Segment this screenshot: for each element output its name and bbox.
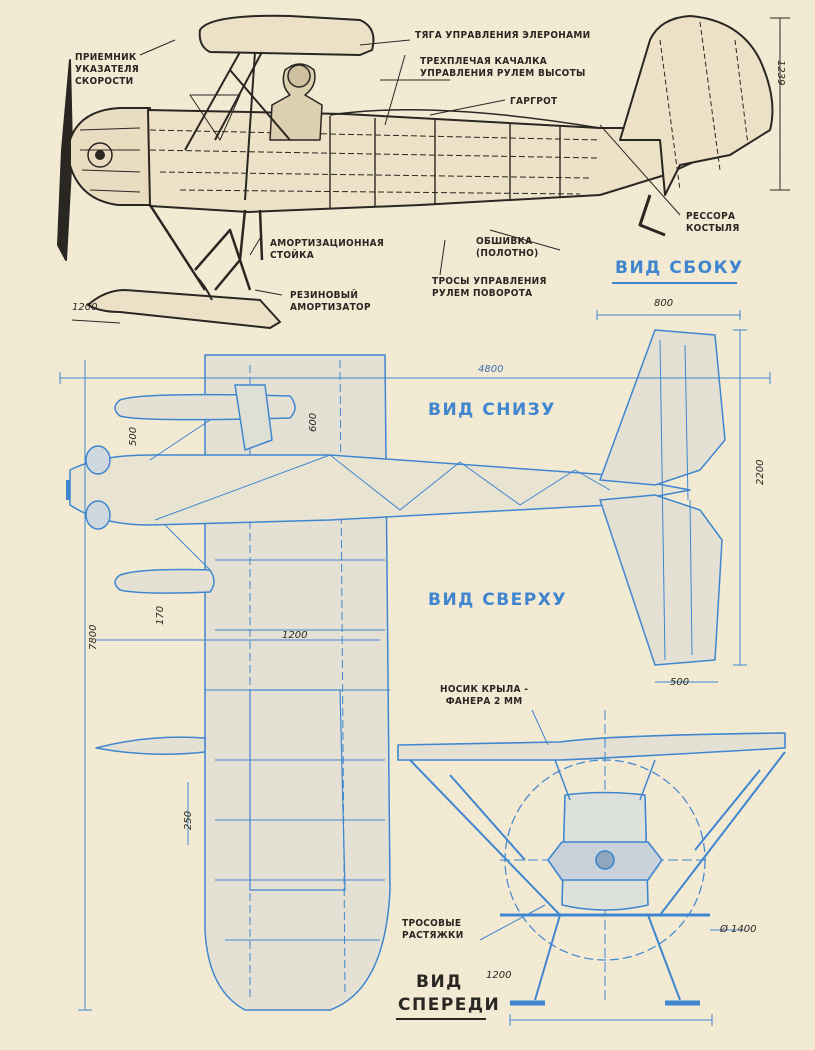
title-side-view-underline (612, 282, 737, 284)
label-elevator-rocker: ТРЕХПЛЕЧАЯ КАЧАЛКА УПРАВЛЕНИЯ РУЛЕМ ВЫСО… (420, 56, 586, 80)
label-shock-strut: АМОРТИЗАЦИОННАЯ СТОЙКА (270, 238, 384, 262)
ski (87, 289, 281, 329)
tail-skid (638, 194, 666, 237)
label-pitot-line1: ПРИЕМНИК (75, 52, 137, 63)
label-shock-strut-line2: СТОЙКА (270, 250, 315, 261)
label-rubber-shock: РЕЗИНОВЫЙ АМОРТИЗАТОР (290, 290, 371, 314)
label-rubber-shock-line1: РЕЗИНОВЫЙ (290, 290, 359, 301)
title-side-view: ВИД СБОКУ (615, 258, 744, 278)
dim-height-1239: 1239 (775, 60, 786, 86)
label-elevator-rocker-line2: УПРАВЛЕНИЯ РУЛЕМ ВЫСОТЫ (420, 68, 586, 79)
label-rubber-shock-line2: АМОРТИЗАТОР (290, 302, 371, 313)
label-leading-edge-line1: НОСИК КРЫЛА - (440, 684, 529, 695)
label-skin: ОБШИВКА (ПОЛОТНО) (476, 236, 539, 260)
label-rudder-cables-line1: ТРОСЫ УПРАВЛЕНИЯ (432, 276, 547, 287)
label-rudder-cables-line2: РУЛЕМ ПОВОРОТА (432, 288, 533, 299)
tail-fin (619, 15, 774, 196)
plan-wing (204, 354, 391, 1011)
dim-chord-1200: 1200 (282, 630, 308, 641)
landing-gear (148, 204, 264, 291)
label-shock-strut-line1: АМОРТИЗАЦИОННАЯ (270, 238, 385, 249)
label-tail-spring-line1: РЕССОРА (686, 211, 736, 222)
dim-length-4800: 4800 (478, 364, 504, 375)
label-tail-spring: РЕССОРА КОСТЫЛЯ (686, 211, 740, 235)
cabane-plan (234, 384, 273, 451)
side-view-drawing (57, 14, 790, 329)
title-front-view-line1: ВИД (416, 972, 463, 992)
label-pitot-line3: СКОРОСТИ (75, 76, 134, 87)
label-skin-line1: ОБШИВКА (476, 236, 533, 247)
label-gargrot: ГАРГРОТ (510, 96, 558, 107)
dim-front-ski-1200: 1200 (486, 970, 512, 981)
front-upper-wing (397, 732, 786, 761)
plan-view-drawing (59, 310, 771, 1011)
plan-tail-upper (599, 329, 726, 486)
dim-span-7800: 7800 (88, 624, 99, 650)
gargrot (329, 109, 601, 129)
label-aileron-rod: ТЯГА УПРАВЛЕНИЯ ЭЛЕРОНАМИ (415, 30, 591, 41)
label-leading-edge-line2: ФАНЕРА 2 мм (445, 696, 523, 707)
dim-elevator-500: 500 (670, 677, 690, 688)
float-lower (114, 568, 215, 594)
dim-nose-500: 500 (128, 426, 139, 446)
dim-rib-250: 250 (183, 810, 194, 830)
label-leading-edge: НОСИК КРЫЛА - ФАНЕРА 2 мм (440, 684, 528, 708)
label-pitot: ПРИЕМНИК УКАЗАТЕЛЯ СКОРОСТИ (75, 52, 139, 88)
title-bottom-view: ВИД СНИЗУ (428, 400, 556, 420)
label-bracing-line1: ТРОСОВЫЕ (402, 918, 462, 929)
front-view-drawing (397, 709, 786, 1026)
label-bracing: ТРОСОВЫЕ РАСТЯЖКИ (402, 918, 464, 942)
upper-wing (198, 14, 375, 56)
aileron-profile (95, 736, 206, 755)
label-bracing-line2: РАСТЯЖКИ (402, 930, 464, 941)
dim-ski-1200: 1200 (72, 302, 98, 313)
pilot (269, 63, 323, 141)
dim-tail-span-2200: 2200 (755, 459, 766, 485)
title-front-view-underline (396, 1018, 486, 1020)
title-top-view: ВИД СВЕРХУ (428, 590, 567, 610)
label-tail-spring-line2: КОСТЫЛЯ (686, 223, 740, 234)
label-skin-line2: (ПОЛОТНО) (476, 248, 539, 259)
dim-wing-600: 600 (308, 412, 319, 432)
title-front-view-line2: СПЕРЕДИ (398, 995, 501, 1015)
dim-tail-chord-800: 800 (654, 298, 674, 309)
dim-wing-170: 170 (155, 605, 166, 625)
label-rudder-cables: ТРОСЫ УПРАВЛЕНИЯ РУЛЕМ ПОВОРОТА (432, 276, 547, 300)
dim-prop-diameter: Ø 1400 (720, 924, 757, 935)
label-elevator-rocker-line1: ТРЕХПЛЕЧАЯ КАЧАЛКА (420, 56, 547, 67)
label-pitot-line2: УКАЗАТЕЛЯ (75, 64, 139, 75)
